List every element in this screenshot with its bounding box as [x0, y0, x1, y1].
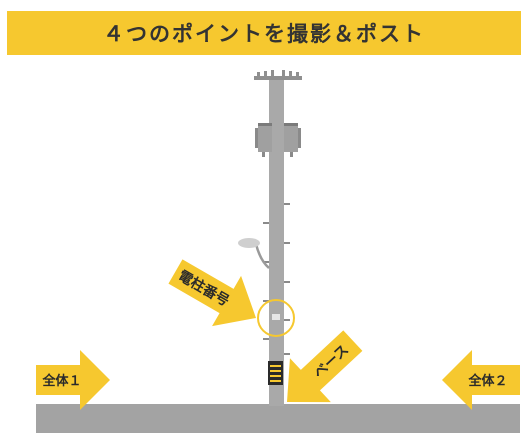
overall-2-arrow: 全体２ [442, 350, 520, 410]
street-light [238, 238, 270, 269]
pole-number-arrow: 電柱番号 [168, 259, 256, 327]
transformers [255, 123, 301, 157]
utility-pole [269, 80, 284, 406]
pole-top-insulators [254, 70, 302, 80]
title-banner: ４つのポイントを撮影＆ポスト [7, 11, 521, 55]
step-bolts [263, 203, 290, 355]
banner-title: ４つのポイントを撮影＆ポスト [103, 22, 425, 46]
ground [36, 404, 520, 433]
overall-2-label: 全体２ [467, 373, 507, 389]
pole-base-plate [268, 361, 283, 385]
pole-number-plate [272, 314, 280, 320]
pole-number-highlight [257, 299, 295, 337]
overall-1-arrow: 全体１ [36, 350, 110, 410]
overall-1-label: 全体１ [41, 373, 81, 389]
